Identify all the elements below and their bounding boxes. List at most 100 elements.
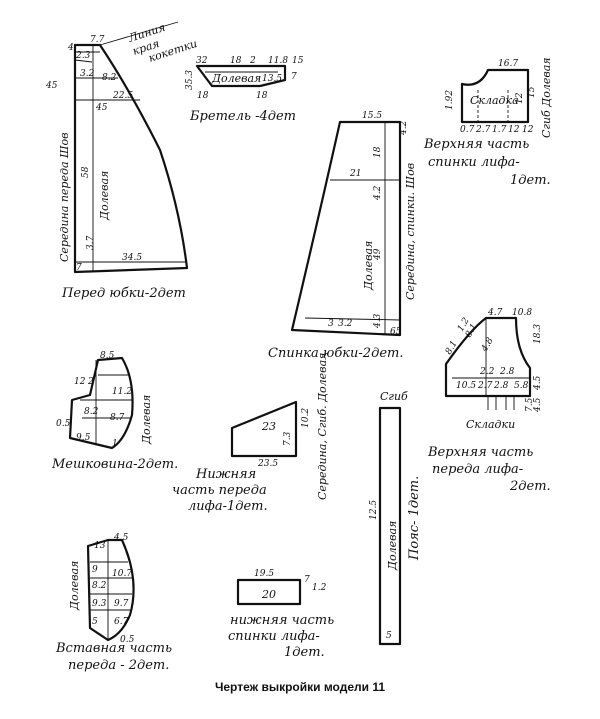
- svg-text:9.7: 9.7: [114, 599, 129, 609]
- back-pleat-label: Складка: [470, 94, 519, 107]
- svg-text:1: 1: [112, 439, 118, 449]
- front-bodice-top-label-3: 2дет.: [509, 479, 551, 494]
- belt-label: Пояс- 1дет.: [407, 476, 422, 561]
- back-bodice-top-side-label: Сгиб Долевая: [540, 57, 553, 138]
- svg-text:8.1: 8.1: [444, 339, 460, 356]
- svg-text:12: 12: [508, 125, 520, 135]
- svg-text:21: 21: [349, 169, 361, 179]
- front-insert-label-1: Вставная часть: [55, 641, 172, 656]
- svg-text:7: 7: [304, 575, 310, 585]
- svg-text:3.7: 3.7: [86, 235, 96, 250]
- svg-text:2: 2: [87, 377, 94, 387]
- belt-grain: Долевая: [386, 521, 399, 571]
- svg-text:16.7: 16.7: [498, 59, 518, 69]
- svg-text:18: 18: [373, 146, 383, 158]
- piece-belt: Сгиб 12.5 Долевая 5 Пояс- 1дет.: [369, 390, 422, 646]
- svg-text:18: 18: [256, 91, 268, 101]
- svg-text:4.5: 4.5: [533, 397, 543, 413]
- svg-text:7: 7: [76, 263, 82, 273]
- svg-text:19.5: 19.5: [254, 569, 274, 579]
- back-bodice-bottom-label-2: спинки лифа-: [228, 629, 320, 644]
- strap-label: Бретель -4дет: [189, 109, 296, 124]
- svg-text:10.7: 10.7: [112, 569, 132, 579]
- svg-text:3.2: 3.2: [338, 319, 353, 329]
- svg-text:0.7: 0.7: [460, 125, 475, 135]
- svg-text:15: 15: [292, 56, 304, 66]
- svg-text:8.2: 8.2: [92, 581, 107, 591]
- svg-text:7.5: 7.5: [525, 397, 535, 412]
- svg-text:10.8: 10.8: [512, 308, 532, 318]
- svg-text:18: 18: [197, 91, 209, 101]
- back-bodice-top-label-3: 1дет.: [510, 173, 551, 188]
- svg-text:2.8: 2.8: [493, 381, 509, 391]
- svg-text:8.5: 8.5: [100, 351, 115, 361]
- svg-text:8.7: 8.7: [110, 413, 125, 423]
- svg-text:4.2: 4.2: [373, 185, 383, 201]
- svg-text:35.3: 35.3: [185, 70, 195, 90]
- svg-text:2.2: 2.2: [479, 367, 495, 377]
- svg-text:12: 12: [74, 377, 86, 387]
- svg-text:18.3: 18.3: [533, 324, 543, 344]
- svg-text:15.5: 15.5: [362, 111, 382, 121]
- svg-text:9: 9: [92, 565, 98, 575]
- svg-text:8.2: 8.2: [102, 73, 117, 83]
- piece-front-skirt: Линия края кокетки 4 7.7 2.3 3.2 8.2 45 …: [45, 21, 199, 301]
- svg-text:45: 45: [95, 103, 108, 113]
- svg-text:1.92: 1.92: [445, 90, 455, 110]
- svg-text:18: 18: [230, 56, 242, 66]
- back-bodice-top-label-2: спинки лифа-: [428, 155, 520, 170]
- piece-back-bodice-bottom: 19.5 20 7 1.2 нижняя часть спинки лифа- …: [228, 569, 334, 660]
- svg-text:0.5: 0.5: [120, 635, 135, 645]
- svg-text:5.8: 5.8: [514, 381, 529, 391]
- piece-back-skirt: 15.5 4.2 18 21 4.2 49 3 3.2 4.3 65 Долев…: [268, 111, 417, 361]
- front-skirt-outline: [73, 43, 189, 274]
- front-skirt-grain: Долевая: [98, 171, 111, 221]
- back-bodice-top-outline: [460, 68, 530, 124]
- piece-strap: 32 18 2 11.8 15 35.3 13.5 7 18 18 Долева…: [185, 56, 304, 124]
- svg-text:34.5: 34.5: [122, 253, 142, 263]
- front-bodice-bottom-label-1: Нижняя: [195, 467, 256, 482]
- svg-text:7.3: 7.3: [283, 431, 293, 446]
- svg-text:4.7: 4.7: [487, 308, 503, 318]
- svg-text:12.5: 12.5: [369, 500, 379, 520]
- front-bodice-top-label-1: Верхняя часть: [427, 445, 533, 460]
- svg-text:4.3: 4.3: [373, 313, 383, 329]
- svg-text:4.5: 4.5: [533, 375, 543, 391]
- svg-text:2: 2: [249, 56, 256, 66]
- front-bodice-bottom-label-3: лифа-1дет.: [188, 499, 268, 514]
- piece-front-bodice-top: 8.1 1.2 4.7 10.8 8.1 4.8 18.3 2.2 2.8 10…: [427, 308, 551, 494]
- svg-text:13: 13: [94, 541, 106, 551]
- back-bodice-top-label-1: Верхняя часть: [423, 137, 529, 152]
- svg-text:23: 23: [261, 420, 276, 433]
- back-bodice-bottom-label-3: 1дет.: [284, 645, 325, 660]
- front-bodice-top-label-2: переда лифа-: [432, 462, 523, 477]
- drawing-caption: Чертеж выкройки модели 11: [215, 680, 385, 694]
- svg-text:6.7: 6.7: [114, 617, 129, 627]
- pocket-label: Мешковина-2дет.: [51, 457, 178, 472]
- back-bodice-bottom-outline: [236, 578, 302, 606]
- svg-text:4.2: 4.2: [399, 120, 409, 136]
- svg-text:9.3: 9.3: [92, 599, 107, 609]
- strap-grain: Долевая: [211, 72, 261, 85]
- back-bodice-bottom-label-1: нижняя часть: [230, 613, 334, 628]
- front-bodice-top-outline: [444, 316, 532, 398]
- piece-front-insert: 13 4.5 9 10.7 8.2 9.3 9.7 6.7 5 0.5 Доле…: [55, 533, 172, 673]
- svg-text:12: 12: [515, 92, 525, 104]
- back-skirt-grain: Долевая: [362, 241, 375, 291]
- svg-text:11.2: 11.2: [112, 387, 132, 397]
- svg-text:15: 15: [527, 86, 537, 98]
- svg-text:7.7: 7.7: [90, 35, 105, 45]
- svg-text:5: 5: [92, 617, 98, 627]
- front-bodice-bottom-outline: [230, 400, 298, 458]
- strap-outline: [195, 64, 287, 88]
- svg-text:1.2: 1.2: [312, 583, 327, 593]
- svg-text:23.5: 23.5: [257, 459, 278, 469]
- front-insert-outline: [86, 538, 135, 642]
- back-skirt-outline: [290, 120, 402, 337]
- front-pleats-label: Складки: [466, 418, 515, 431]
- svg-text:4.8: 4.8: [479, 336, 495, 354]
- svg-text:5: 5: [386, 631, 392, 641]
- svg-text:58: 58: [81, 166, 91, 178]
- svg-text:22.5: 22.5: [112, 91, 133, 101]
- svg-text:8.2: 8.2: [84, 407, 99, 417]
